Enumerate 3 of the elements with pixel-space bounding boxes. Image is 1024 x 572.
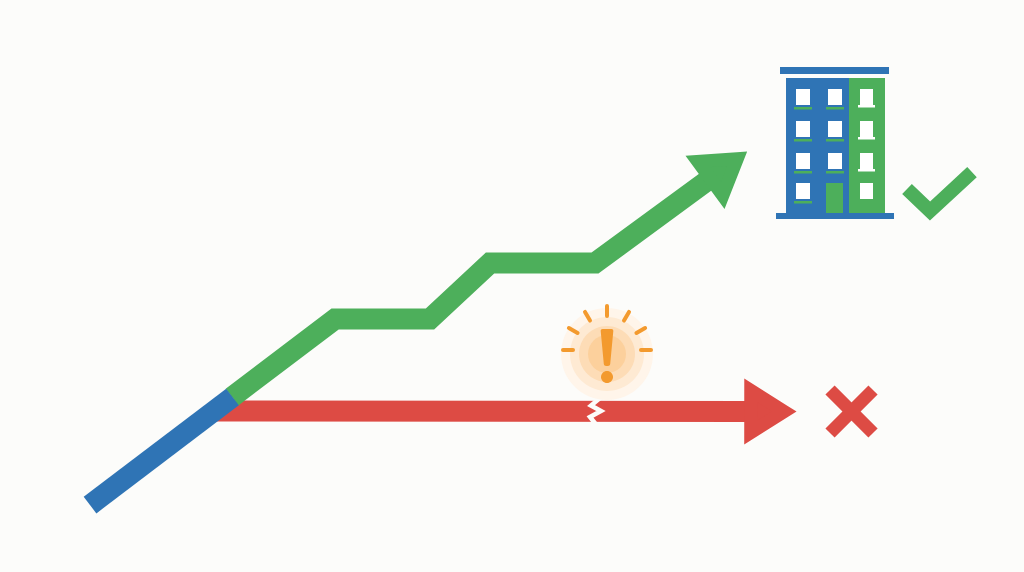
- building-picture: [776, 67, 894, 219]
- line: [83, 388, 239, 514]
- cross-mark: [825, 385, 878, 438]
